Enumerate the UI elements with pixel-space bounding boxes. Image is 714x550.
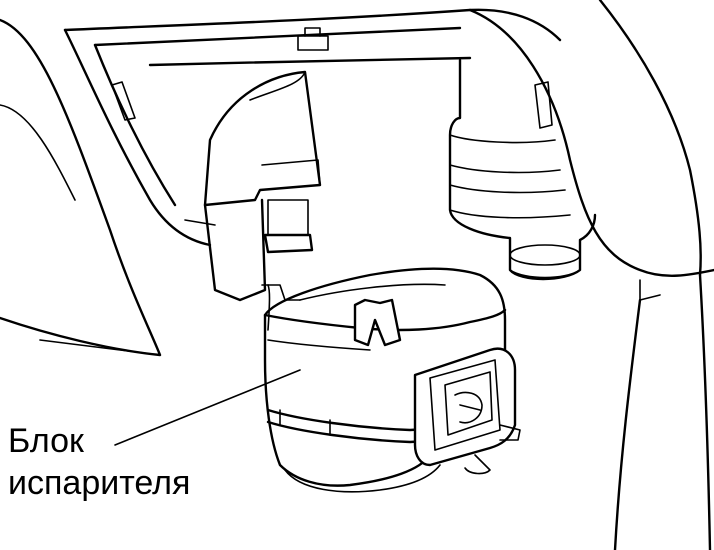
callout-leader-line [114,369,301,446]
pipe-fitting [413,347,521,475]
right-pillar [468,0,714,550]
upper-duct-frame [63,8,562,247]
evaporator-box [261,267,507,493]
callout-label: Блок испарителя [8,420,190,504]
blower-motor [448,58,597,281]
callout-label-line-1: Блок [8,422,84,460]
blower-housing [184,70,322,302]
dashboard-left-panel [0,18,162,357]
callout-label-line-2: испарителя [8,464,191,502]
